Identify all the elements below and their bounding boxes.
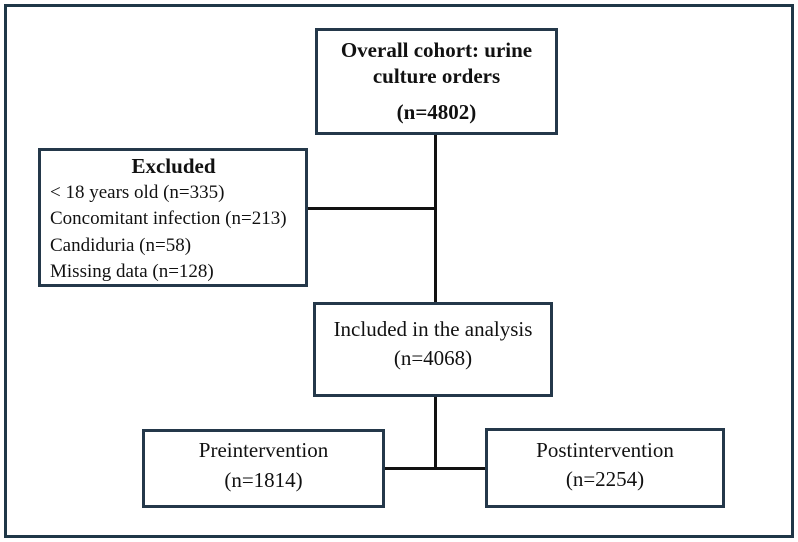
- postintervention-title: Postintervention: [536, 437, 674, 462]
- connector-pre-post-branch: [385, 467, 485, 470]
- excluded-list: < 18 years old (n=335) Concomitant infec…: [50, 180, 297, 285]
- excluded-item-missing: Missing data (n=128): [50, 260, 214, 282]
- preintervention-title: Preintervention: [198, 438, 329, 463]
- node-preintervention: Preintervention (n=1814): [142, 429, 385, 508]
- included-title: Included in the analysis: [333, 317, 533, 341]
- excluded-item-candiduria: Candiduria (n=58): [50, 234, 192, 256]
- overall-cohort-title: Overall cohort: urine culture orders: [340, 38, 533, 88]
- excluded-item-infection: Concomitant infection (n=213): [50, 208, 287, 230]
- included-count: (n=4068): [393, 346, 473, 371]
- connector-included-to-branch: [434, 397, 437, 470]
- preintervention-count: (n=1814): [224, 467, 303, 492]
- postintervention-count: (n=2254): [565, 467, 645, 491]
- overall-cohort-count: (n=4802): [396, 100, 477, 125]
- connector-overall-to-included: [434, 135, 437, 302]
- connector-excluded-branch: [308, 207, 437, 210]
- node-postintervention: Postintervention (n=2254): [485, 428, 725, 508]
- node-excluded: Excluded < 18 years old (n=335) Concomit…: [38, 148, 308, 287]
- node-overall-cohort: Overall cohort: urine culture orders (n=…: [315, 28, 558, 135]
- node-included: Included in the analysis (n=4068): [313, 302, 553, 397]
- excluded-item-age: < 18 years old (n=335): [50, 182, 225, 204]
- excluded-title: Excluded: [131, 154, 216, 178]
